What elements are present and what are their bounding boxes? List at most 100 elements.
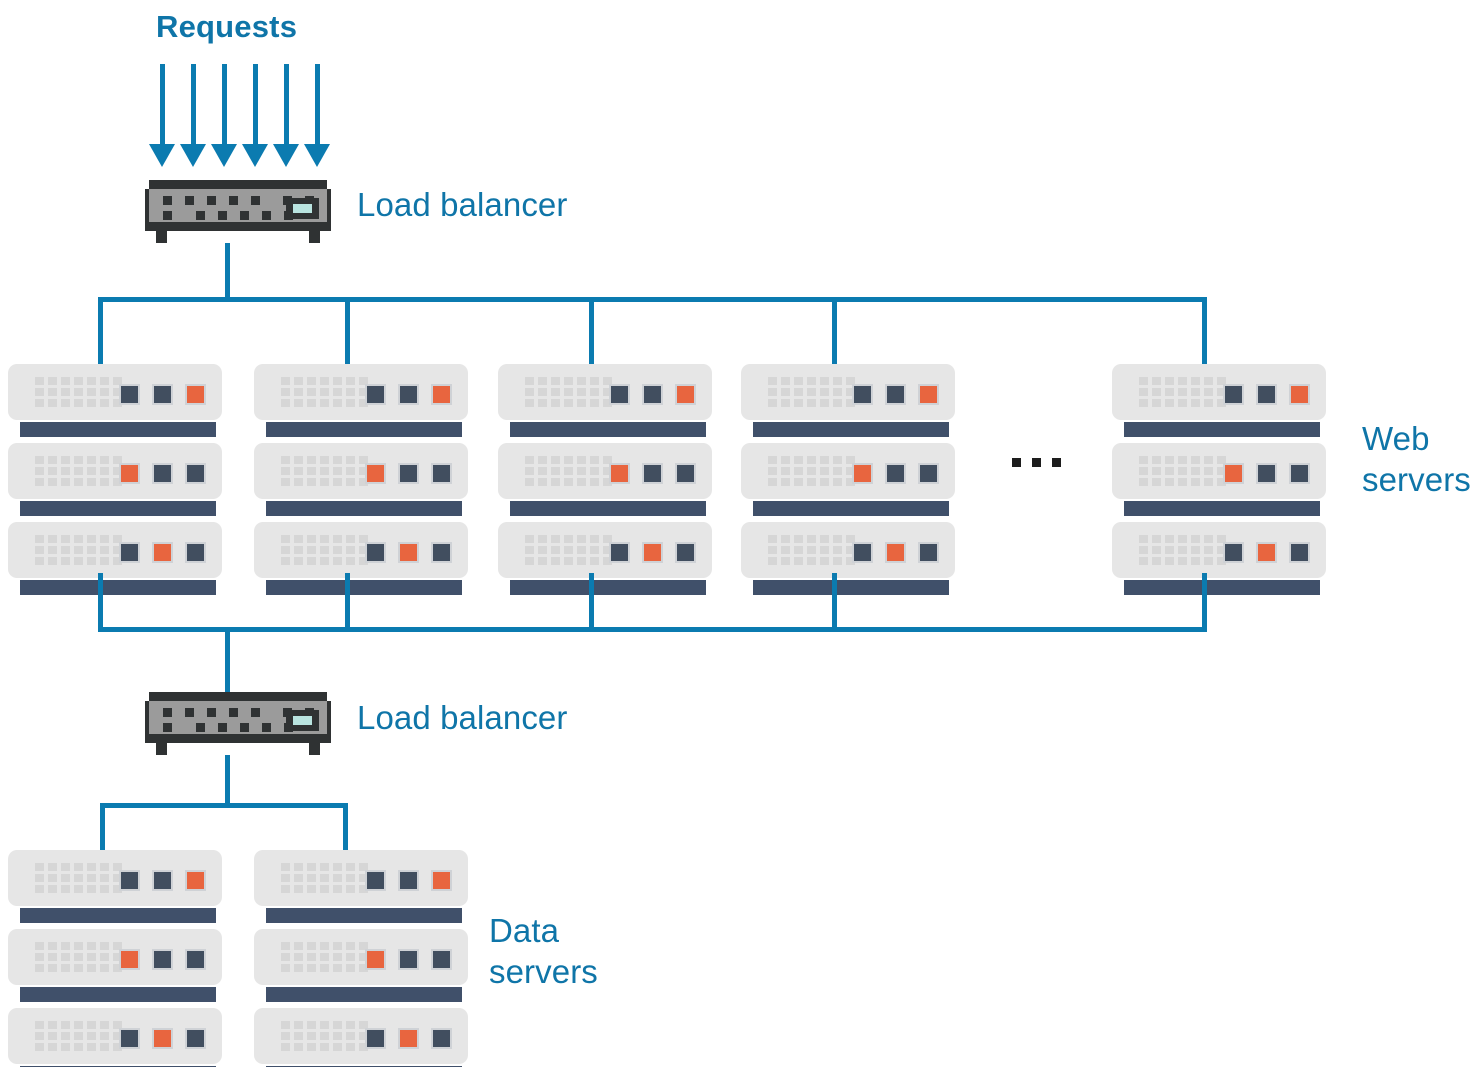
vent-dot xyxy=(768,478,777,486)
server-unit[interactable] xyxy=(1112,522,1326,595)
data-server-stack-2[interactable] xyxy=(254,850,468,1067)
status-led-navy-icon xyxy=(1223,542,1244,563)
vent-dot xyxy=(307,557,316,565)
server-unit[interactable] xyxy=(498,522,712,595)
server-unit-face xyxy=(8,522,222,578)
vent-dot xyxy=(577,399,586,407)
vent-dot xyxy=(74,863,83,871)
status-led-navy-icon xyxy=(119,542,140,563)
load-balancer-top[interactable] xyxy=(145,180,331,243)
server-unit-base-bar xyxy=(266,580,462,595)
data-server-stack-1[interactable] xyxy=(8,850,222,1067)
vent-dot xyxy=(74,1043,83,1051)
web-servers-ellipsis xyxy=(1012,458,1061,467)
vent-dot xyxy=(1217,388,1226,396)
status-led-orange-icon xyxy=(152,1028,173,1049)
status-led-orange-icon xyxy=(152,542,173,563)
server-unit[interactable] xyxy=(498,443,712,516)
server-unit-face xyxy=(8,364,222,420)
server-unit[interactable] xyxy=(498,364,712,437)
server-unit[interactable] xyxy=(1112,364,1326,437)
vent-dot xyxy=(538,456,547,464)
vent-dot xyxy=(833,399,842,407)
vent-dot xyxy=(74,964,83,972)
vent-dot xyxy=(794,399,803,407)
lb-port-icon xyxy=(185,196,194,205)
server-unit[interactable] xyxy=(1112,443,1326,516)
vent-dot xyxy=(1191,399,1200,407)
server-unit[interactable] xyxy=(741,522,955,595)
status-led-orange-icon xyxy=(431,384,452,405)
vent-dot xyxy=(74,467,83,475)
server-unit[interactable] xyxy=(8,850,222,923)
vent-dot xyxy=(281,863,290,871)
vent-dot xyxy=(768,467,777,475)
server-unit[interactable] xyxy=(254,850,468,923)
web-server-stack-3[interactable] xyxy=(498,364,712,601)
server-status-leds xyxy=(119,463,206,484)
vent-dot xyxy=(538,467,547,475)
vent-dot xyxy=(1191,467,1200,475)
vent-dot xyxy=(1217,557,1226,565)
vent-dot xyxy=(538,557,547,565)
server-unit[interactable] xyxy=(254,1008,468,1067)
server-unit[interactable] xyxy=(254,443,468,516)
web-tier-drop-4 xyxy=(832,297,837,364)
server-unit[interactable] xyxy=(741,364,955,437)
vent-dot xyxy=(113,874,122,882)
vent-dot xyxy=(781,377,790,385)
vent-dot xyxy=(294,863,303,871)
server-unit-base-bar xyxy=(20,501,216,516)
vent-dot xyxy=(113,942,122,950)
status-led-navy-icon xyxy=(119,384,140,405)
vent-dot xyxy=(1165,546,1174,554)
vent-dot xyxy=(113,535,122,543)
vent-dot xyxy=(1152,546,1161,554)
server-unit[interactable] xyxy=(8,443,222,516)
web-server-stack-1[interactable] xyxy=(8,364,222,601)
vent-dot xyxy=(74,953,83,961)
vent-dot xyxy=(100,456,109,464)
web-server-stack-2[interactable] xyxy=(254,364,468,601)
server-unit[interactable] xyxy=(741,443,955,516)
status-led-orange-icon xyxy=(918,384,939,405)
vent-dot xyxy=(61,467,70,475)
server-unit[interactable] xyxy=(8,929,222,1002)
status-led-navy-icon xyxy=(185,1028,206,1049)
vent-dot xyxy=(603,388,612,396)
vent-dot xyxy=(333,535,342,543)
vent-dot xyxy=(113,467,122,475)
server-unit[interactable] xyxy=(8,522,222,595)
server-unit[interactable] xyxy=(254,522,468,595)
vent-dot xyxy=(564,456,573,464)
load-balancer-bottom[interactable] xyxy=(145,692,331,755)
lb-port-icon xyxy=(251,196,260,205)
vent-dot xyxy=(781,456,790,464)
server-unit[interactable] xyxy=(254,364,468,437)
web-tier-drop-5 xyxy=(1202,297,1207,364)
lb-port-icon xyxy=(207,196,216,205)
server-unit[interactable] xyxy=(254,929,468,1002)
status-led-navy-icon xyxy=(1289,463,1310,484)
server-unit[interactable] xyxy=(8,364,222,437)
web-server-stack-5[interactable] xyxy=(1112,364,1326,601)
vent-dot xyxy=(1165,399,1174,407)
status-led-orange-icon xyxy=(365,949,386,970)
vent-dot xyxy=(333,456,342,464)
vent-dot xyxy=(61,557,70,565)
vent-dot xyxy=(564,478,573,486)
vent-dot xyxy=(320,546,329,554)
requests-title: Requests xyxy=(156,9,298,44)
vent-dot xyxy=(820,377,829,385)
vent-dot xyxy=(61,885,70,893)
vent-dot xyxy=(525,557,534,565)
vent-dot xyxy=(35,388,44,396)
web-server-stack-4[interactable] xyxy=(741,364,955,601)
server-unit-base-bar xyxy=(266,908,462,923)
vent-dot xyxy=(1139,399,1148,407)
vent-dot xyxy=(359,399,368,407)
vent-dot xyxy=(87,478,96,486)
vent-dot xyxy=(359,467,368,475)
server-unit[interactable] xyxy=(8,1008,222,1067)
load-balancer-leg xyxy=(309,743,320,755)
